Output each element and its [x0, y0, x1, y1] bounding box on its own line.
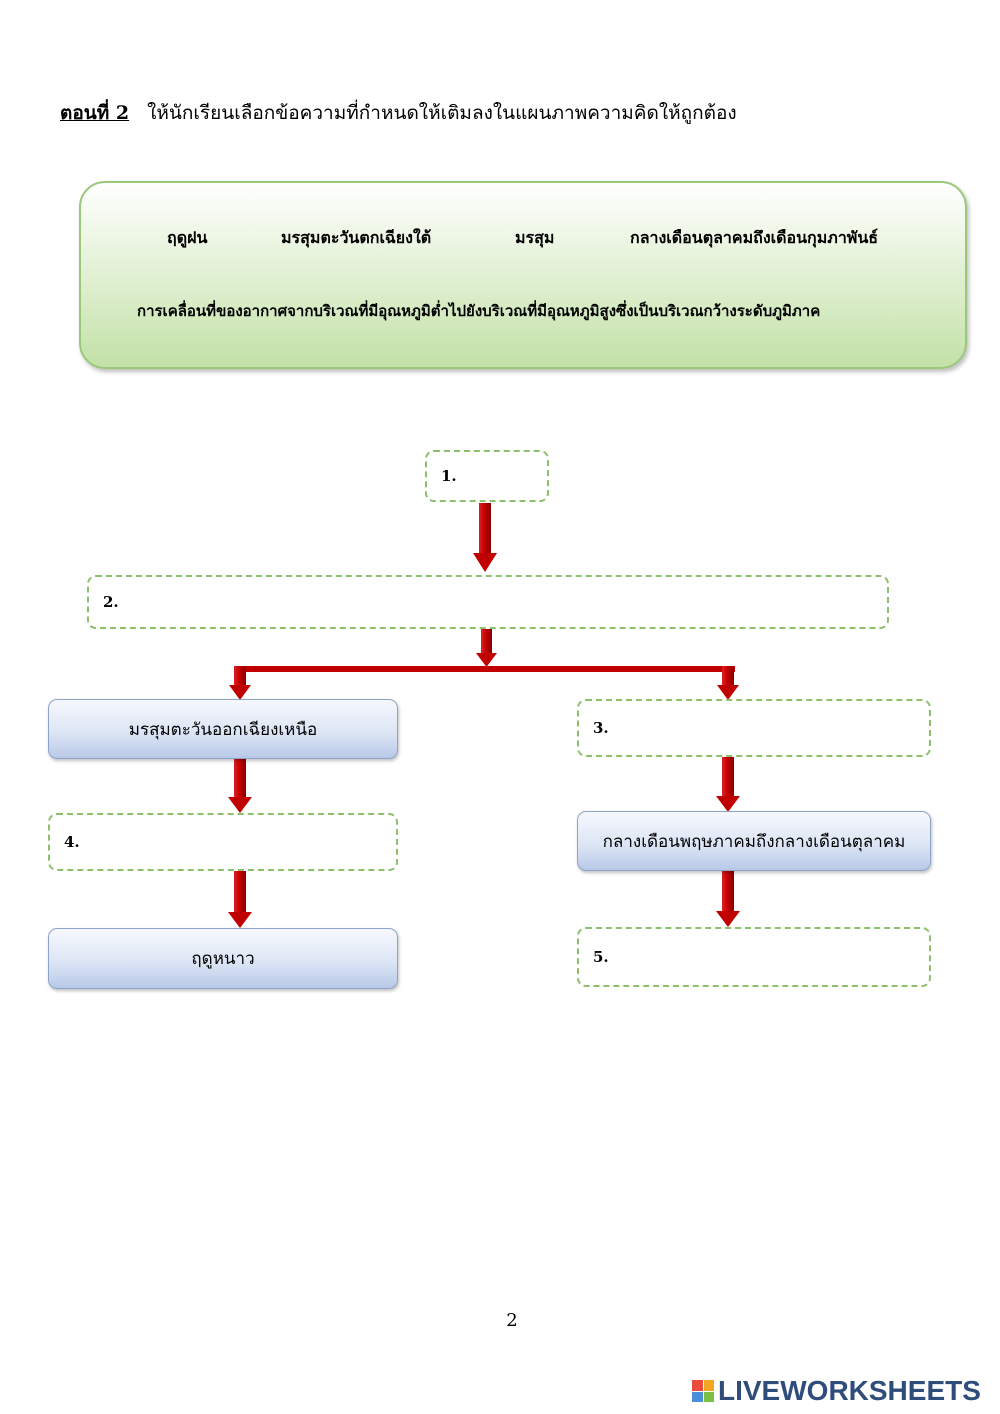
brand-name: LIVEWORKSHEETS: [718, 1375, 981, 1406]
arrow-down: [228, 759, 252, 813]
blank-number: 4.: [64, 833, 80, 851]
box-northeast-monsoon: มรสุมตะวันออกเฉียงเหนือ: [48, 699, 398, 759]
blank-number: 1.: [441, 467, 457, 485]
word-bank: ฤดูฝน มรสุมตะวันตกเฉียงใต้ มรสุม กลางเดื…: [79, 181, 967, 369]
arrow-down: [716, 757, 740, 812]
instruction-text: ให้นักเรียนเลือกข้อความที่กำหนดให้เติมลง…: [147, 102, 737, 124]
liveworksheets-icon: [692, 1380, 714, 1402]
word-bank-item: ฤดูฝน: [167, 228, 208, 247]
instruction-heading: ตอนที่ 2 ให้นักเรียนเลือกข้อความที่กำหนดใ…: [60, 98, 737, 128]
blank-number: 5.: [593, 948, 609, 966]
arrow-down: [473, 503, 497, 572]
box-may-to-october: กลางเดือนพฤษภาคมถึงกลางเดือนตุลาคม: [577, 811, 931, 871]
branch-line: [234, 666, 735, 672]
word-bank-item: มรสุมตะวันตกเฉียงใต้: [281, 228, 432, 247]
box-winter: ฤดูหนาว: [48, 928, 398, 989]
answer-blank-3[interactable]: 3.: [577, 699, 931, 757]
arrow-down: [716, 871, 740, 927]
word-bank-item: มรสุม: [515, 228, 555, 247]
answer-blank-1[interactable]: 1.: [425, 450, 549, 502]
arrow-down: [717, 666, 739, 700]
blank-number: 2.: [103, 593, 119, 611]
answer-blank-4[interactable]: 4.: [48, 813, 398, 871]
word-bank-item: กลางเดือนตุลาคมถึงเดือนกุมภาพันธ์: [630, 228, 879, 247]
word-bank-item: การเคลื่อนที่ของอากาศจากบริเวณที่มีอุณหภ…: [137, 302, 821, 320]
answer-blank-2[interactable]: 2.: [87, 575, 889, 629]
arrow-down: [476, 629, 497, 667]
blank-number: 3.: [593, 719, 609, 737]
arrow-down: [228, 871, 252, 928]
answer-blank-5[interactable]: 5.: [577, 927, 931, 987]
arrow-down: [229, 666, 251, 700]
page-number: 2: [506, 1310, 518, 1331]
liveworksheets-logo: LIVEWORKSHEETS: [692, 1374, 981, 1408]
part-label: ตอนที่ 2: [60, 102, 130, 124]
